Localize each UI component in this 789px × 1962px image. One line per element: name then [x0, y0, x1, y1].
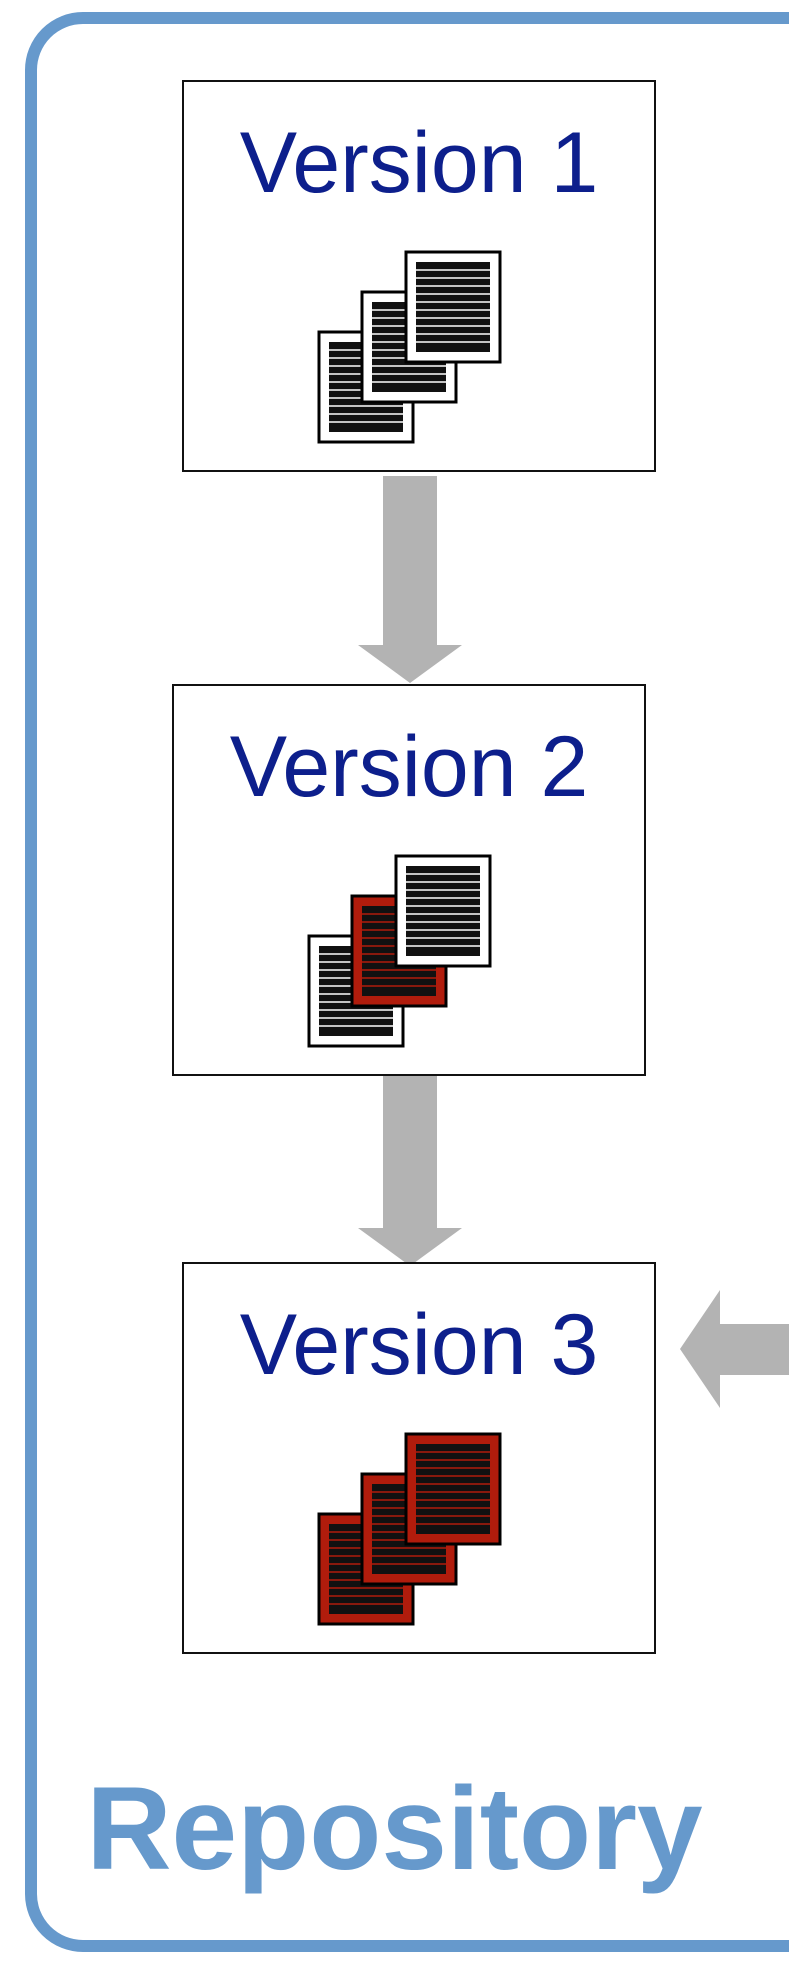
changed-document-icon [404, 1432, 502, 1546]
arrow-version2-to-version3 [358, 1075, 462, 1266]
arrow-into-version3 [680, 1290, 789, 1408]
version-title: Version 3 [239, 1297, 599, 1393]
document-stack-icon [317, 250, 502, 444]
version-box-1: Version 1 [182, 80, 656, 472]
document-stack-icon [317, 1432, 502, 1626]
version-box-3: Version 3 [182, 1262, 656, 1654]
repository-label: Repository [86, 1763, 703, 1895]
version-title: Version 2 [229, 719, 589, 815]
arrow-version1-to-version2 [358, 476, 462, 683]
document-icon [404, 250, 502, 364]
version-box-2: Version 2 [172, 684, 646, 1076]
version-title: Version 1 [239, 115, 599, 211]
document-icon [394, 854, 492, 968]
document-stack-icon [307, 854, 492, 1048]
